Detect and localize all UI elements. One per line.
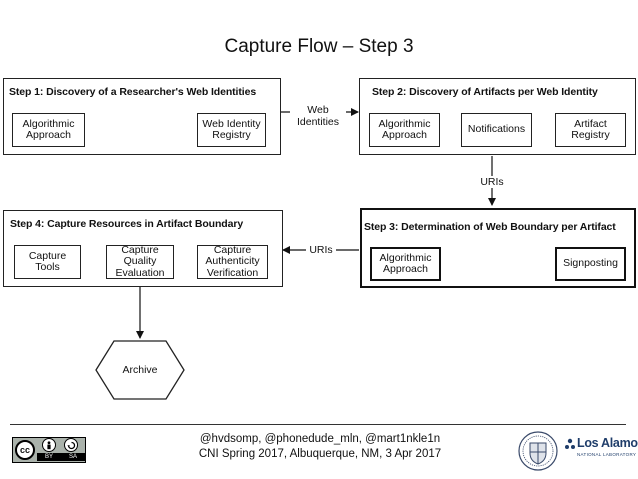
- step4-box: Step 4: Capture Resources in Artifact Bo…: [3, 210, 283, 287]
- edge-label-uris-step3-step4: URIs: [306, 244, 336, 256]
- archive-label: Archive: [122, 364, 158, 376]
- footer-divider: [10, 424, 626, 425]
- archive-hexagon: [95, 340, 185, 400]
- step3-algorithmic-approach: Algorithmic Approach: [370, 247, 441, 281]
- cc-by-label: BY: [44, 454, 53, 460]
- edge-label-uris-step2-step3: URIs: [476, 176, 508, 188]
- step1-title: Step 1: Discovery of a Researcher's Web …: [9, 86, 257, 98]
- step2-box: Step 2: Discovery of Artifacts per Web I…: [359, 78, 636, 155]
- by-attribution-icon: [42, 438, 56, 452]
- share-alike-icon: [64, 438, 78, 452]
- los-alamos-wordmark: Los Alamos: [577, 436, 638, 450]
- slide-title: Capture Flow – Step 3: [224, 36, 414, 57]
- step4-title: Step 4: Capture Resources in Artifact Bo…: [10, 218, 244, 230]
- footer-credits: @hvdsomp, @phonedude_mln, @mart1nkle1n C…: [150, 432, 490, 462]
- edge-label-web-identities: Web Identities: [290, 104, 346, 128]
- los-alamos-logo: Los Alamos NATIONAL LABORATORY: [563, 433, 638, 469]
- cc-label-strip: BY SA: [37, 453, 85, 461]
- los-alamos-subtitle: NATIONAL LABORATORY: [577, 452, 637, 457]
- cc-icon: cc: [15, 440, 35, 460]
- step2-algorithmic-approach: Algorithmic Approach: [369, 113, 440, 147]
- step4-capture-tools: Capture Tools: [14, 245, 81, 279]
- step4-capture-quality-evaluation: Capture Quality Evaluation: [106, 244, 174, 279]
- cc-by-sa-license-badge: cc BY SA: [12, 437, 86, 463]
- university-seal-icon: [518, 431, 558, 471]
- step1-web-identity-registry: Web Identity Registry: [197, 113, 266, 147]
- step4-capture-authenticity-verification: Capture Authenticity Verification: [197, 244, 268, 279]
- footer-event: CNI Spring 2017, Albuquerque, NM, 3 Apr …: [198, 448, 442, 460]
- step3-title: Step 3: Determination of Web Boundary pe…: [364, 221, 616, 233]
- los-alamos-mark-icon: [565, 438, 575, 449]
- step1-algorithmic-approach: Algorithmic Approach: [12, 113, 85, 147]
- step3-signposting: Signposting: [555, 247, 626, 281]
- footer-authors: @hvdsomp, @phonedude_mln, @mart1nkle1n: [199, 433, 441, 445]
- step2-artifact-registry: Artifact Registry: [555, 113, 626, 147]
- step2-title: Step 2: Discovery of Artifacts per Web I…: [372, 86, 598, 98]
- step2-notifications: Notifications: [461, 113, 532, 147]
- step3-box: Step 3: Determination of Web Boundary pe…: [360, 208, 636, 288]
- cc-sa-label: SA: [68, 454, 77, 460]
- step1-box: Step 1: Discovery of a Researcher's Web …: [3, 78, 281, 155]
